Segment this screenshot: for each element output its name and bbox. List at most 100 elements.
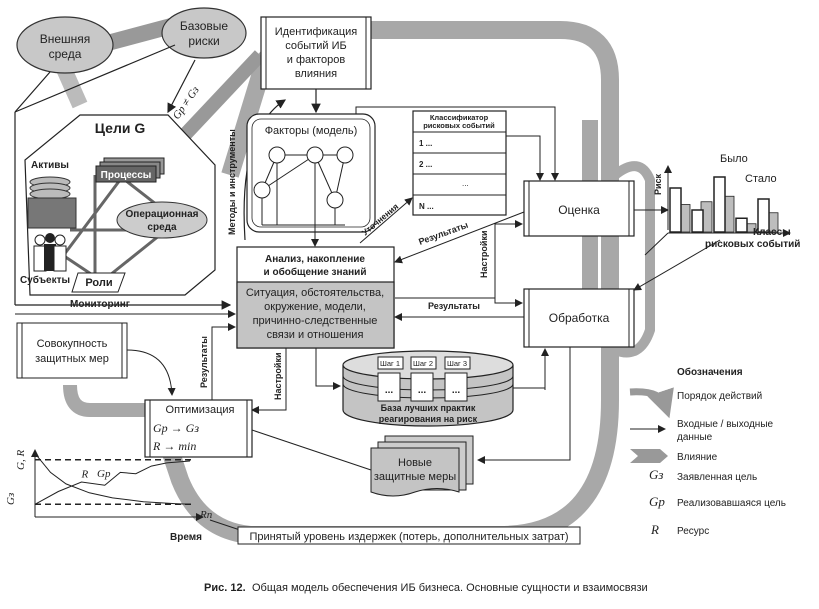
protective-set-line1: Совокупность	[37, 338, 108, 350]
bar-before	[713, 176, 726, 233]
accepted-cost-box	[237, 526, 581, 545]
evaluation-box: Оценка	[523, 180, 635, 237]
factor-node	[336, 146, 354, 164]
subjects-icon	[33, 233, 67, 272]
settings-to-eval-arrow	[395, 220, 523, 299]
classifier-to-eval-arrow	[506, 135, 544, 181]
legend-item-label: Порядок действий	[677, 391, 762, 402]
influence-icon	[630, 449, 668, 463]
assets-label: Активы	[31, 160, 69, 171]
monitoring-label: Мониторинг	[70, 299, 130, 310]
processing-label: Обработка	[549, 311, 610, 325]
identification-line4: влияния	[295, 68, 337, 80]
optimization-formula-1: Gр → Gз	[153, 421, 199, 435]
roles-label: Роли	[85, 277, 112, 289]
identification-line1: Идентификация	[275, 26, 358, 38]
classifier-row: 1 ...	[419, 139, 432, 148]
analysis-body-3: причинно-следственные	[253, 315, 378, 327]
identification-line2: событий ИБ	[285, 40, 346, 52]
gz-brace-label: Gз	[5, 493, 17, 505]
was-annotation: Было	[720, 153, 748, 165]
process-flow-protective	[63, 384, 150, 417]
legend-symbol: R	[650, 522, 659, 537]
eval-results-arrow	[394, 211, 525, 264]
classifier-title-1: Классификатор	[430, 113, 489, 122]
series-line-resource	[34, 453, 191, 505]
connector-line	[14, 71, 51, 113]
factor-node	[253, 181, 271, 199]
factor-node	[268, 146, 286, 164]
refinement-arrow	[359, 197, 413, 244]
goals-title: Цели G	[95, 120, 146, 136]
series-label: R	[81, 469, 89, 481]
results-label-2: Результаты	[428, 301, 480, 311]
time-chart-xlabel: Время	[170, 532, 202, 543]
process-order-icon	[629, 387, 674, 419]
best-practices-db: Шаг 1 Шаг 2 Шаг 3 ... ... ... База лучши…	[342, 350, 514, 427]
bar-chart-xlabel-1: Классы	[753, 227, 791, 238]
legend-item-label: Входные / выходные	[677, 419, 774, 430]
bar-chart-ylabel: Риск	[653, 173, 663, 195]
bar-chart-xlabel-2: рисковых событий	[705, 238, 800, 250]
factors-to-eval-arrow	[355, 106, 559, 181]
figure-number: Рис. 12.	[204, 582, 246, 594]
legend-symbol: Gр	[649, 494, 665, 509]
analysis-title-2: и обобщение знаний	[264, 266, 367, 278]
goals-block: Цели G Активы Процессы Операционная сред…	[14, 112, 232, 310]
analysis-title-1: Анализ, накопление	[265, 254, 365, 265]
assets-icon	[27, 176, 77, 229]
time-chart-ylabel: G, R	[15, 450, 27, 470]
analysis-to-practices-arrow	[315, 348, 341, 390]
analysis-box: Анализ, накопление и обобщение знаний Си…	[236, 246, 395, 349]
legend-item-label: данные	[677, 432, 713, 443]
legend-symbol: Gз	[649, 467, 663, 482]
series-label: Gр	[97, 468, 111, 480]
protective-to-opt-arrow	[126, 349, 176, 396]
processes-icon: Процессы	[95, 157, 165, 183]
external-env-line2: среда	[49, 47, 82, 61]
new-measures-to-opt-line	[251, 429, 372, 471]
legend-item-label: Влияние	[677, 452, 718, 463]
subjects-label: Субъекты	[20, 274, 70, 286]
protective-set-line2: защитных мер	[35, 353, 109, 365]
became-annotation: Стало	[745, 173, 777, 185]
influence-arrow-goals-to-ident	[174, 50, 266, 145]
classifier-row: ...	[462, 179, 469, 188]
legend-title: Обозначения	[677, 366, 743, 378]
classifier-row: N ...	[419, 202, 434, 211]
base-risks-cloud: Базовые риски	[161, 7, 247, 59]
legend-item-label: Ресурс	[677, 526, 709, 537]
base-risks-line2: риски	[188, 34, 219, 48]
legend: Обозначения Порядок действий Входные / в…	[629, 366, 786, 537]
identification-box: Идентификация событий ИБ и факторов влия…	[260, 16, 372, 90]
external-env-cloud: Внешняя среда	[16, 16, 114, 74]
practices-label-1: База лучших практик	[381, 403, 476, 413]
operational-env-line2: среда	[147, 222, 177, 233]
evaluation-label: Оценка	[558, 203, 600, 217]
results-label-3: Результаты	[199, 336, 209, 388]
step-cell: ...	[385, 385, 394, 396]
accepted-cost-label: Принятый уровень издержек (потерь, допол…	[249, 531, 568, 543]
step-label: Шаг 3	[447, 359, 467, 368]
factors-model-title: Факторы (модель)	[265, 125, 358, 137]
bar-before	[735, 217, 748, 233]
rp-pointer-line	[209, 519, 241, 531]
risk-bar-chart: Риск Классы рисковых событий Было Стало	[644, 153, 800, 256]
bar-chart-depth-line	[644, 232, 669, 256]
step-cell: ...	[452, 385, 461, 396]
classifier-title-2: рисковых событий	[423, 121, 495, 130]
factor-node	[306, 146, 324, 164]
protective-set-box: Совокупность защитных мер	[16, 322, 128, 379]
analysis-body-4: связи и отношения	[267, 329, 364, 341]
series-line-realized-goal	[34, 460, 191, 505]
external-env-line1: Внешняя	[40, 32, 91, 46]
optimization-results-arrow	[211, 323, 236, 400]
settings-label-1: Настройки	[479, 231, 489, 278]
processes-label: Процессы	[101, 170, 152, 181]
analysis-body-2: окружение, модели,	[264, 301, 366, 313]
risk-to-goals-arrow	[167, 59, 196, 114]
new-measures-doc: Новые защитные меры	[370, 435, 474, 497]
optimization-title: Оптимизация	[166, 404, 235, 416]
